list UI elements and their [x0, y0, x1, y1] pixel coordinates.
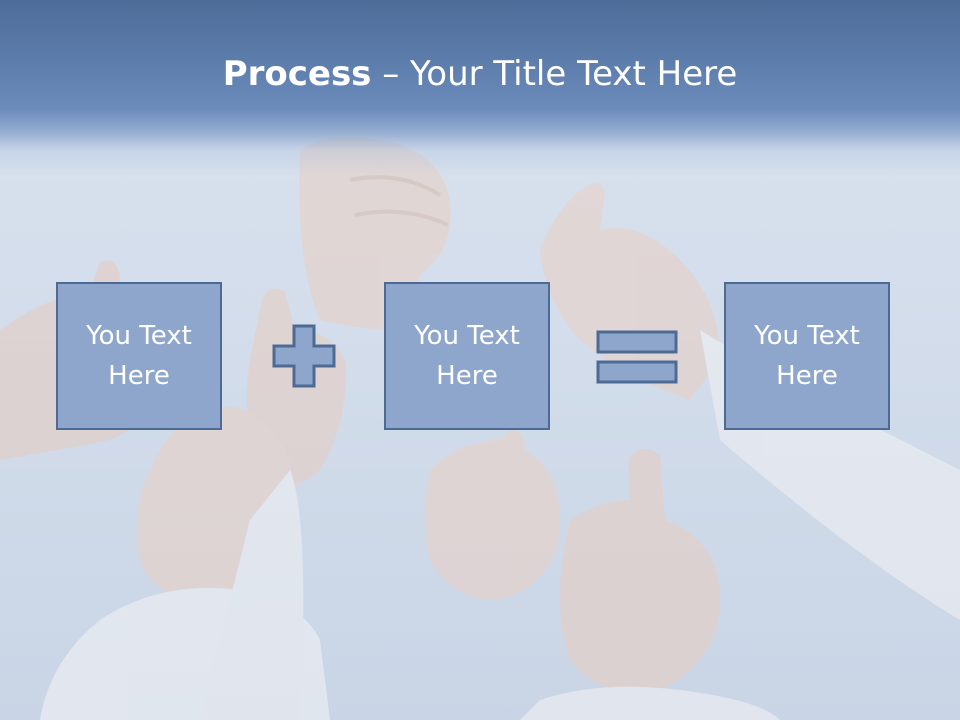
- title-rest-part: – Your Title Text Here: [371, 54, 738, 94]
- equals-icon: [596, 330, 678, 384]
- process-box-1-label: You Text Here: [86, 321, 192, 391]
- title-bold-part: Process: [222, 54, 372, 94]
- header-band: [0, 0, 960, 175]
- process-box-2-label: You Text Here: [414, 321, 520, 391]
- plus-icon: [272, 324, 336, 388]
- slide-title: Process – Your Title Text Here: [0, 52, 960, 96]
- process-box-2[interactable]: You Text Here: [384, 282, 550, 430]
- process-box-1[interactable]: You Text Here: [56, 282, 222, 430]
- process-box-3-label: You Text Here: [754, 321, 860, 391]
- process-box-3[interactable]: You Text Here: [724, 282, 890, 430]
